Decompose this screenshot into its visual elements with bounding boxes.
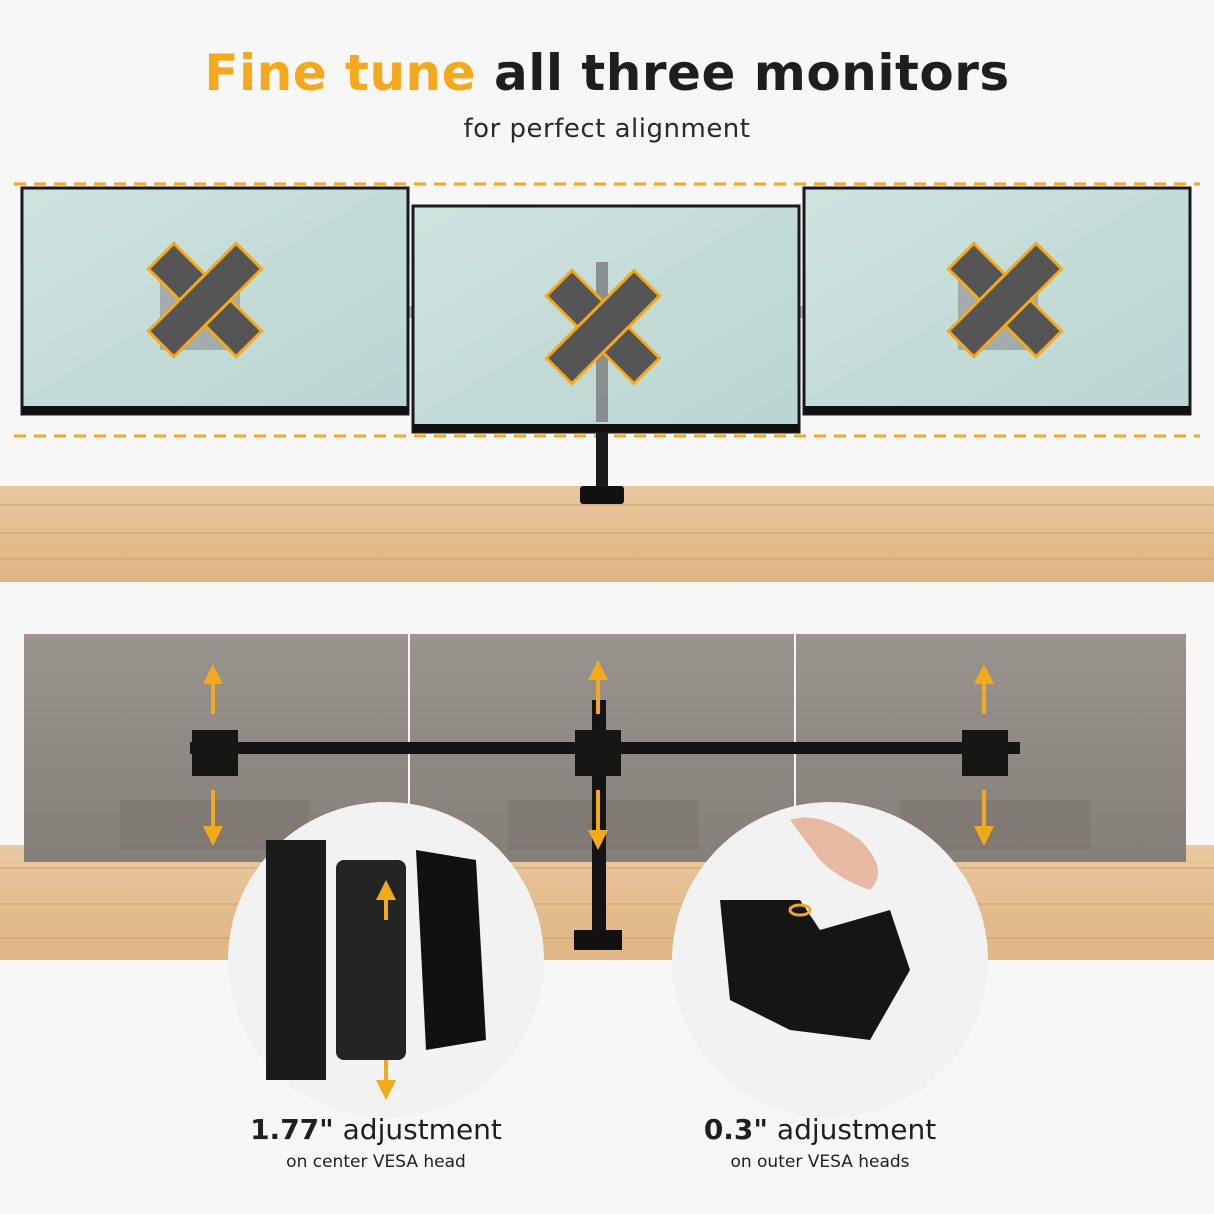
- headline-rest: all three monitors: [476, 44, 1010, 102]
- center-adjustment-caption: 1.77" adjustment on center VESA head: [226, 1113, 526, 1172]
- vesa-head-center: [575, 730, 621, 776]
- center-vesa-detail-circle: [228, 802, 544, 1118]
- outer-adjustment-caption: 0.3" adjustment on outer VESA heads: [670, 1113, 970, 1172]
- vesa-head-left: [192, 730, 238, 776]
- headline-accent: Fine tune: [204, 44, 477, 102]
- double-arrow-icon: [203, 660, 994, 850]
- outer-adjustment-value: 0.3": [703, 1113, 769, 1146]
- monitor-center: [411, 204, 801, 434]
- x-mark-icon: [146, 241, 264, 359]
- vesa-head-right: [962, 730, 1008, 776]
- back-view-illustration: [24, 634, 1186, 950]
- outer-vesa-detail-circle: [672, 802, 988, 1118]
- subheadline: for perfect alignment: [463, 114, 751, 144]
- front-view-illustration: [14, 182, 1200, 504]
- desk-clamp: [574, 930, 622, 950]
- outer-adjustment-label: adjustment: [768, 1113, 937, 1146]
- pole-base: [580, 486, 624, 504]
- x-mark-icon: [544, 268, 662, 386]
- outer-adjustment-sub: on outer VESA heads: [730, 1152, 910, 1172]
- x-mark-icon: [946, 241, 1064, 359]
- center-adjustment-sub: on center VESA head: [286, 1152, 466, 1172]
- center-adjustment-value: 1.77": [250, 1113, 334, 1146]
- center-adjustment-label: adjustment: [333, 1113, 502, 1146]
- headline: Fine tune all three monitors: [0, 44, 1214, 102]
